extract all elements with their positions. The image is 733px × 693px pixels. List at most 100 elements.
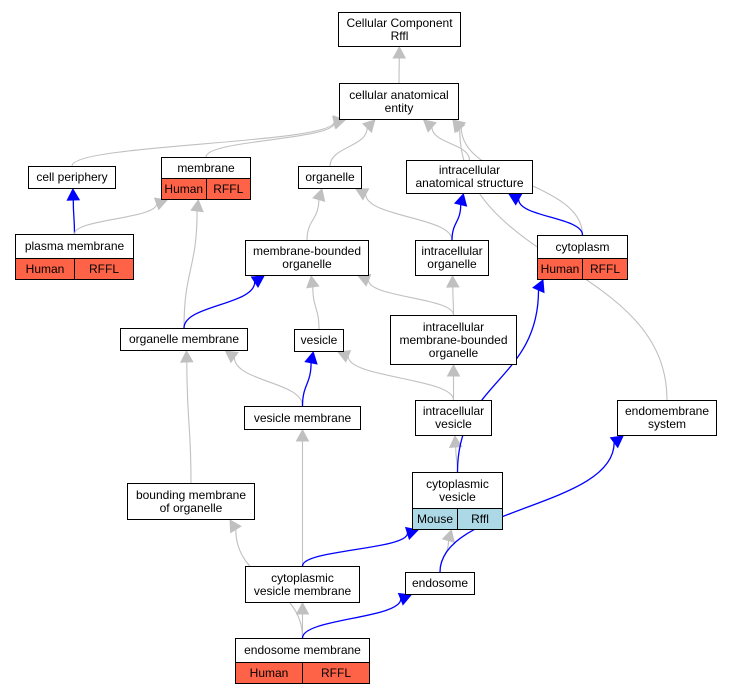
- term-node-vesicle-membrane[interactable]: vesicle membrane: [244, 406, 361, 430]
- term-node-intracellular-membrane-bounded-organelle[interactable]: intracellular membrane-bounded organelle: [390, 315, 517, 365]
- term-label: organelle membrane: [128, 332, 240, 346]
- edge-part-of-organelle-membrane-to-membrane-bounded-organelle: [183, 281, 256, 329]
- edge-is-a-bounding-membrane-of-organelle-to-organelle-membrane: [186, 361, 192, 484]
- term-label: membrane-bounded organelle: [252, 244, 362, 271]
- term-label: endosome membrane: [244, 643, 361, 657]
- edge-is-a-membrane-bounded-organelle-to-organelle: [306, 199, 320, 241]
- edge-part-of-endosome-membrane-to-endosome: [301, 598, 402, 639]
- term-node-bounding-membrane-of-organelle[interactable]: bounding membrane of organelle: [127, 483, 255, 520]
- edge-arrowhead: [357, 274, 372, 287]
- edge-arrowhead: [392, 45, 407, 59]
- edge-arrowhead: [312, 187, 326, 202]
- term-node-cellular-anatomical-entity[interactable]: cellular anatomical entity: [339, 83, 459, 120]
- gene-annotation: RFFL: [205, 179, 250, 199]
- edge-arrowhead: [397, 592, 412, 606]
- edge-arrowhead: [304, 350, 318, 365]
- term-node-organelle-membrane[interactable]: organelle membrane: [120, 328, 248, 351]
- edge-arrowhead: [448, 434, 463, 448]
- edge-is-a-cell-periphery-to-cellular-anatomical-entity: [71, 121, 335, 167]
- edge-arrowhead: [229, 519, 242, 534]
- term-node-endomembrane-system[interactable]: endomembrane system: [617, 400, 717, 436]
- edge-arrowhead: [361, 119, 376, 134]
- edge-is-a-organelle-to-cellular-anatomical-entity: [329, 127, 368, 167]
- term-label: organelle: [305, 170, 355, 184]
- term-label: cell periphery: [36, 170, 108, 184]
- species-annotation: Mouse: [413, 509, 457, 529]
- edge-arrowhead: [355, 188, 370, 201]
- term-node-intracellular-organelle[interactable]: intracellular organelle: [415, 240, 489, 276]
- edge-arrowhead: [422, 119, 437, 133]
- edge-is-a-intracellular-membrane-bounded-organelle-to-membrane-bounded-organelle: [367, 279, 455, 316]
- term-label: endomembrane system: [624, 404, 710, 431]
- term-label: cellular anatomical entity: [349, 87, 449, 115]
- gene-annotation: Rffl: [457, 509, 502, 529]
- edge-part-of-cytoplasmic-vesicle-to-cytoplasm: [456, 290, 540, 473]
- edge-arrowhead: [190, 198, 204, 213]
- term-label: vesicle: [300, 333, 338, 347]
- edge-arrowhead: [446, 363, 461, 377]
- edge-part-of-vesicle-membrane-to-vesicle: [301, 362, 312, 407]
- edge-is-a-membrane-to-cellular-anatomical-entity: [205, 122, 335, 158]
- term-label: membrane: [177, 160, 235, 175]
- term-node-endosome[interactable]: endosome: [405, 572, 475, 595]
- term-node-cell-periphery[interactable]: cell periphery: [28, 166, 116, 189]
- edge-arrowhead: [441, 528, 455, 543]
- edge-arrowhead: [153, 197, 168, 211]
- term-label: cytoplasmic vesicle membrane: [253, 570, 352, 598]
- edge-arrowhead: [532, 279, 545, 294]
- species-annotation: Human: [538, 259, 582, 279]
- edge-arrowhead: [295, 601, 310, 615]
- edge-is-a-plasma-membrane-to-membrane: [73, 203, 158, 235]
- edge-part-of-endosome-to-endomembrane-system: [439, 442, 615, 573]
- edge-arrowhead: [508, 193, 523, 206]
- species-annotation: Human: [16, 259, 74, 279]
- edge-is-a-intracellular-vesicle-to-vesicle: [347, 356, 455, 401]
- edge-arrowhead: [295, 428, 310, 442]
- term-label: vesicle membrane: [253, 410, 352, 425]
- edge-is-a-intracellular-organelle-to-organelle: [365, 194, 453, 241]
- gene-annotation: RFFL: [582, 259, 627, 279]
- term-node-root[interactable]: Cellular Component Rffl: [338, 12, 461, 47]
- edge-arrowhead: [445, 274, 460, 288]
- edge-arrowhead: [250, 275, 265, 289]
- term-node-membrane-bounded-organelle[interactable]: membrane-bounded organelle: [245, 240, 369, 276]
- term-label: intracellular organelle: [421, 244, 483, 271]
- edge-part-of-cytoplasmic-vesicle-membrane-to-cytoplasmic-vesicle: [301, 533, 409, 567]
- term-node-organelle[interactable]: organelle: [298, 166, 362, 189]
- edge-arrowhead: [609, 435, 624, 449]
- term-label: plasma membrane: [24, 239, 125, 253]
- edge-part-of-plasma-membrane-to-cell-periphery: [72, 199, 76, 235]
- term-label: bounding membrane of organelle: [135, 487, 247, 515]
- term-node-cytoplasmic-vesicle-membrane[interactable]: cytoplasmic vesicle membrane: [245, 566, 360, 603]
- term-label: intracellular anatomical structure: [415, 163, 524, 190]
- edge-is-a-intracellular-anatomical-structure-to-cellular-anatomical-entity: [431, 127, 471, 161]
- gene-annotation: RFFL: [74, 259, 133, 279]
- species-annotation: Human: [162, 179, 206, 199]
- term-label: cytoplasmic vesicle: [426, 476, 489, 504]
- term-node-intracellular-vesicle[interactable]: intracellular vesicle: [415, 400, 492, 436]
- term-label: intracellular vesicle: [422, 404, 485, 431]
- edge-is-a-vesicle-membrane-to-organelle-membrane: [233, 357, 304, 407]
- edge-arrowhead: [224, 350, 239, 364]
- edge-arrowhead: [404, 526, 419, 540]
- term-label: cytoplasm: [555, 239, 610, 254]
- edge-arrowhead: [306, 274, 320, 289]
- edge-arrowhead: [453, 192, 468, 207]
- term-node-vesicle[interactable]: vesicle: [294, 329, 344, 352]
- term-label: intracellular membrane-bounded organelle: [399, 319, 508, 360]
- edge-arrowhead: [452, 119, 466, 134]
- term-node-intracellular-anatomical-structure[interactable]: intracellular anatomical structure: [406, 160, 533, 194]
- term-label: endosome: [411, 576, 469, 590]
- edge-arrowhead: [66, 187, 81, 201]
